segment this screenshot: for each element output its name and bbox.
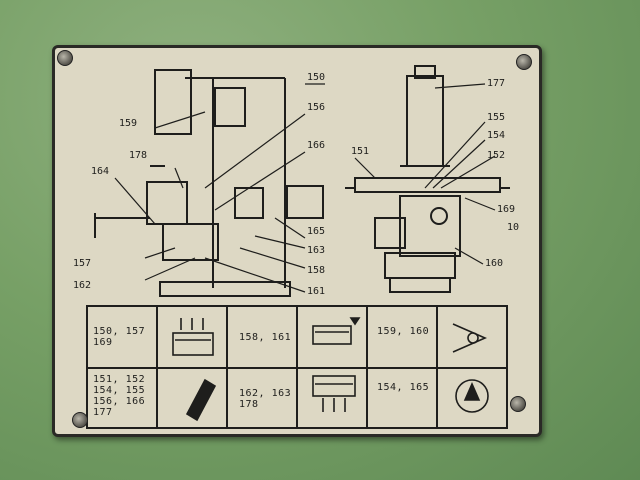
callout-166: 166 xyxy=(307,140,325,151)
diagram-canvas: 150 156 159 166 178 164 165 163 158 157 … xyxy=(73,65,519,429)
motor-housing xyxy=(154,69,192,135)
sight-glass-icon xyxy=(452,323,487,353)
pump-icon xyxy=(455,379,489,413)
saddle xyxy=(399,195,461,257)
base xyxy=(159,281,291,297)
lubrication-table xyxy=(86,305,508,429)
callout-154: 154 xyxy=(487,130,505,141)
callout-164: 164 xyxy=(91,166,109,177)
callout-160: 160 xyxy=(485,258,503,269)
callout-177: 177 xyxy=(487,78,505,89)
callout-157: 157 xyxy=(73,258,91,269)
drain-oil-icon xyxy=(312,375,356,412)
callout-151: 151 xyxy=(351,146,369,157)
table-cell-r2c5: 154, 165 xyxy=(377,382,430,393)
callout-155: 155 xyxy=(487,112,505,123)
head-block xyxy=(146,181,188,225)
motor-cover xyxy=(214,87,246,127)
oil-bath-drip-icon xyxy=(172,318,214,356)
table xyxy=(354,177,501,193)
oil-level-icon xyxy=(312,317,361,345)
lubrication-plate: 150 156 159 166 178 164 165 163 158 157 … xyxy=(52,45,542,437)
callout-169: 169 xyxy=(497,204,515,215)
callout-178: 178 xyxy=(129,150,147,161)
callout-162: 162 xyxy=(73,280,91,291)
table-cell-r1c3: 158, 161 xyxy=(239,332,292,343)
screw-top-left xyxy=(57,50,73,66)
callout-163: 163 xyxy=(307,245,325,256)
vertical-head xyxy=(406,75,444,167)
table-cell-r1c1: 150, 157 169 xyxy=(93,326,146,348)
callout-156: 156 xyxy=(307,102,325,113)
screw-top-right xyxy=(516,54,532,70)
base-right xyxy=(389,277,451,293)
table-cell-r1c5: 159, 160 xyxy=(377,326,430,337)
arm xyxy=(286,185,324,219)
callout-150: 150 xyxy=(307,72,325,83)
column-window xyxy=(234,187,264,219)
table-cell-r2c1: 151, 152 154, 155 156, 166 177 xyxy=(93,374,146,418)
oil-can-icon xyxy=(185,378,217,422)
callout-152: 152 xyxy=(487,150,505,161)
callout-165: 165 xyxy=(307,226,325,237)
knee xyxy=(162,223,219,261)
screw-bottom-right xyxy=(510,396,526,412)
table-cell-r2c3: 162, 163 178 xyxy=(239,388,292,410)
callout-158: 158 xyxy=(307,265,325,276)
callout-161: 161 xyxy=(307,286,325,297)
screw-bottom-left xyxy=(72,412,88,428)
callout-10: 10 xyxy=(507,222,519,233)
callout-159: 159 xyxy=(119,118,137,129)
